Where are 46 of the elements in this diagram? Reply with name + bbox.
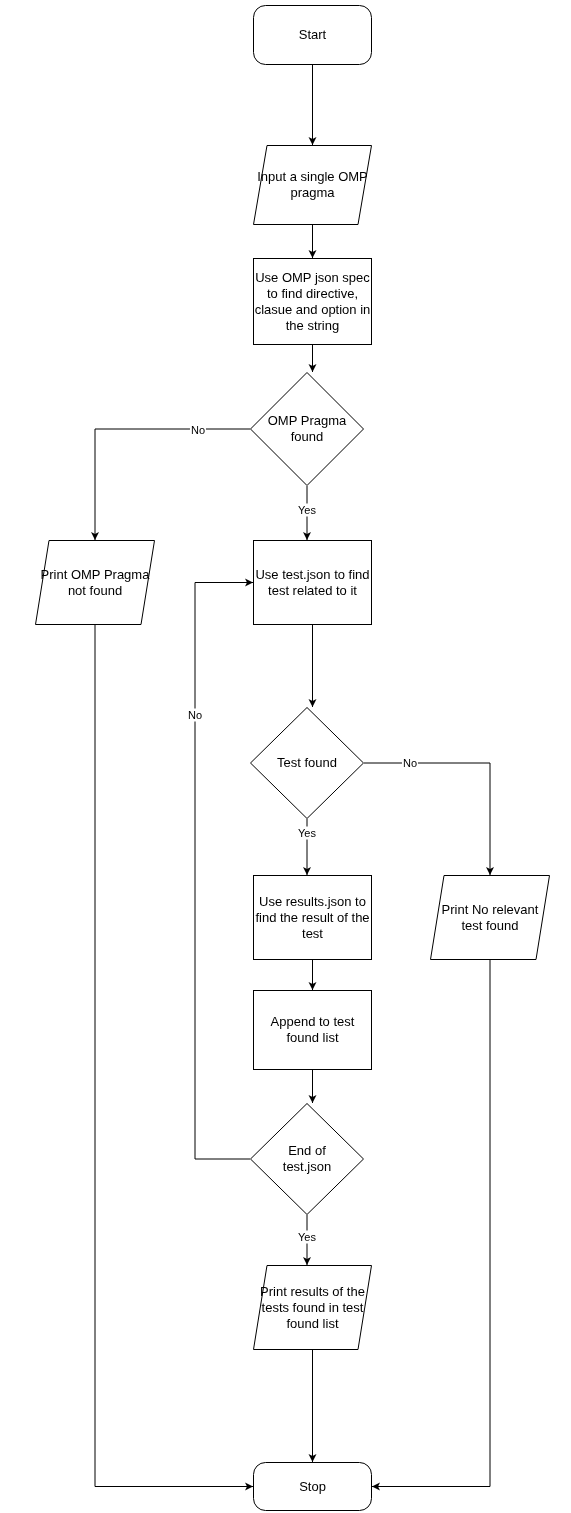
arrow	[371, 959, 491, 1491]
arrow	[94, 624, 254, 1491]
terminal-box	[253, 5, 372, 65]
edge-label: Yes	[297, 503, 317, 517]
arrow	[303, 1214, 311, 1266]
arrow	[308, 624, 317, 708]
edge-label: No	[401, 756, 419, 770]
node-text: Use results.json to find the result of the test	[254, 893, 371, 942]
edge-label: Yes	[297, 1230, 317, 1244]
arrow	[308, 959, 317, 991]
process-box	[253, 258, 372, 345]
node-text: Stop	[299, 1478, 326, 1495]
node-text: Append to test found list	[269, 1014, 356, 1046]
arrow	[308, 1069, 317, 1104]
node-text: Test found	[277, 755, 337, 771]
node-text: Print No relevant test found	[440, 901, 540, 934]
node-text: Start	[298, 27, 327, 43]
node-text: Use test.json to find test related to it	[254, 566, 371, 599]
edge-label: No	[189, 423, 207, 437]
node-text: Print OMP Pragma not found	[39, 566, 151, 599]
node-text: End of test.json	[281, 1143, 333, 1175]
node-text: Use OMP json spec to find directive, clasue and option in the string	[253, 269, 372, 334]
edge-label: No	[186, 708, 204, 722]
input-output-parallelogram	[253, 1265, 372, 1350]
node-text: OMP Pragma found	[266, 413, 348, 445]
process-box	[253, 540, 372, 625]
edge-label: Yes	[297, 826, 317, 840]
input-output-parallelogram	[35, 540, 155, 625]
node-text: Input a single OMP pragma	[256, 169, 369, 201]
input-output-parallelogram	[430, 875, 550, 960]
decision-diamond	[250, 1103, 364, 1215]
arrow	[308, 1349, 317, 1463]
arrow	[308, 64, 317, 146]
node-text: Print results of the tests found in test found list	[259, 1283, 366, 1332]
input-output-parallelogram	[253, 145, 372, 225]
arrow	[91, 428, 251, 541]
arrow	[308, 344, 317, 373]
decision-diamond	[250, 707, 364, 819]
terminal-box	[253, 1462, 372, 1511]
arrow	[194, 578, 254, 1160]
arrow	[308, 224, 317, 259]
process-box	[253, 875, 372, 960]
arrow	[363, 762, 494, 876]
arrow	[303, 818, 311, 876]
process-box	[253, 990, 372, 1070]
decision-diamond	[250, 372, 364, 486]
